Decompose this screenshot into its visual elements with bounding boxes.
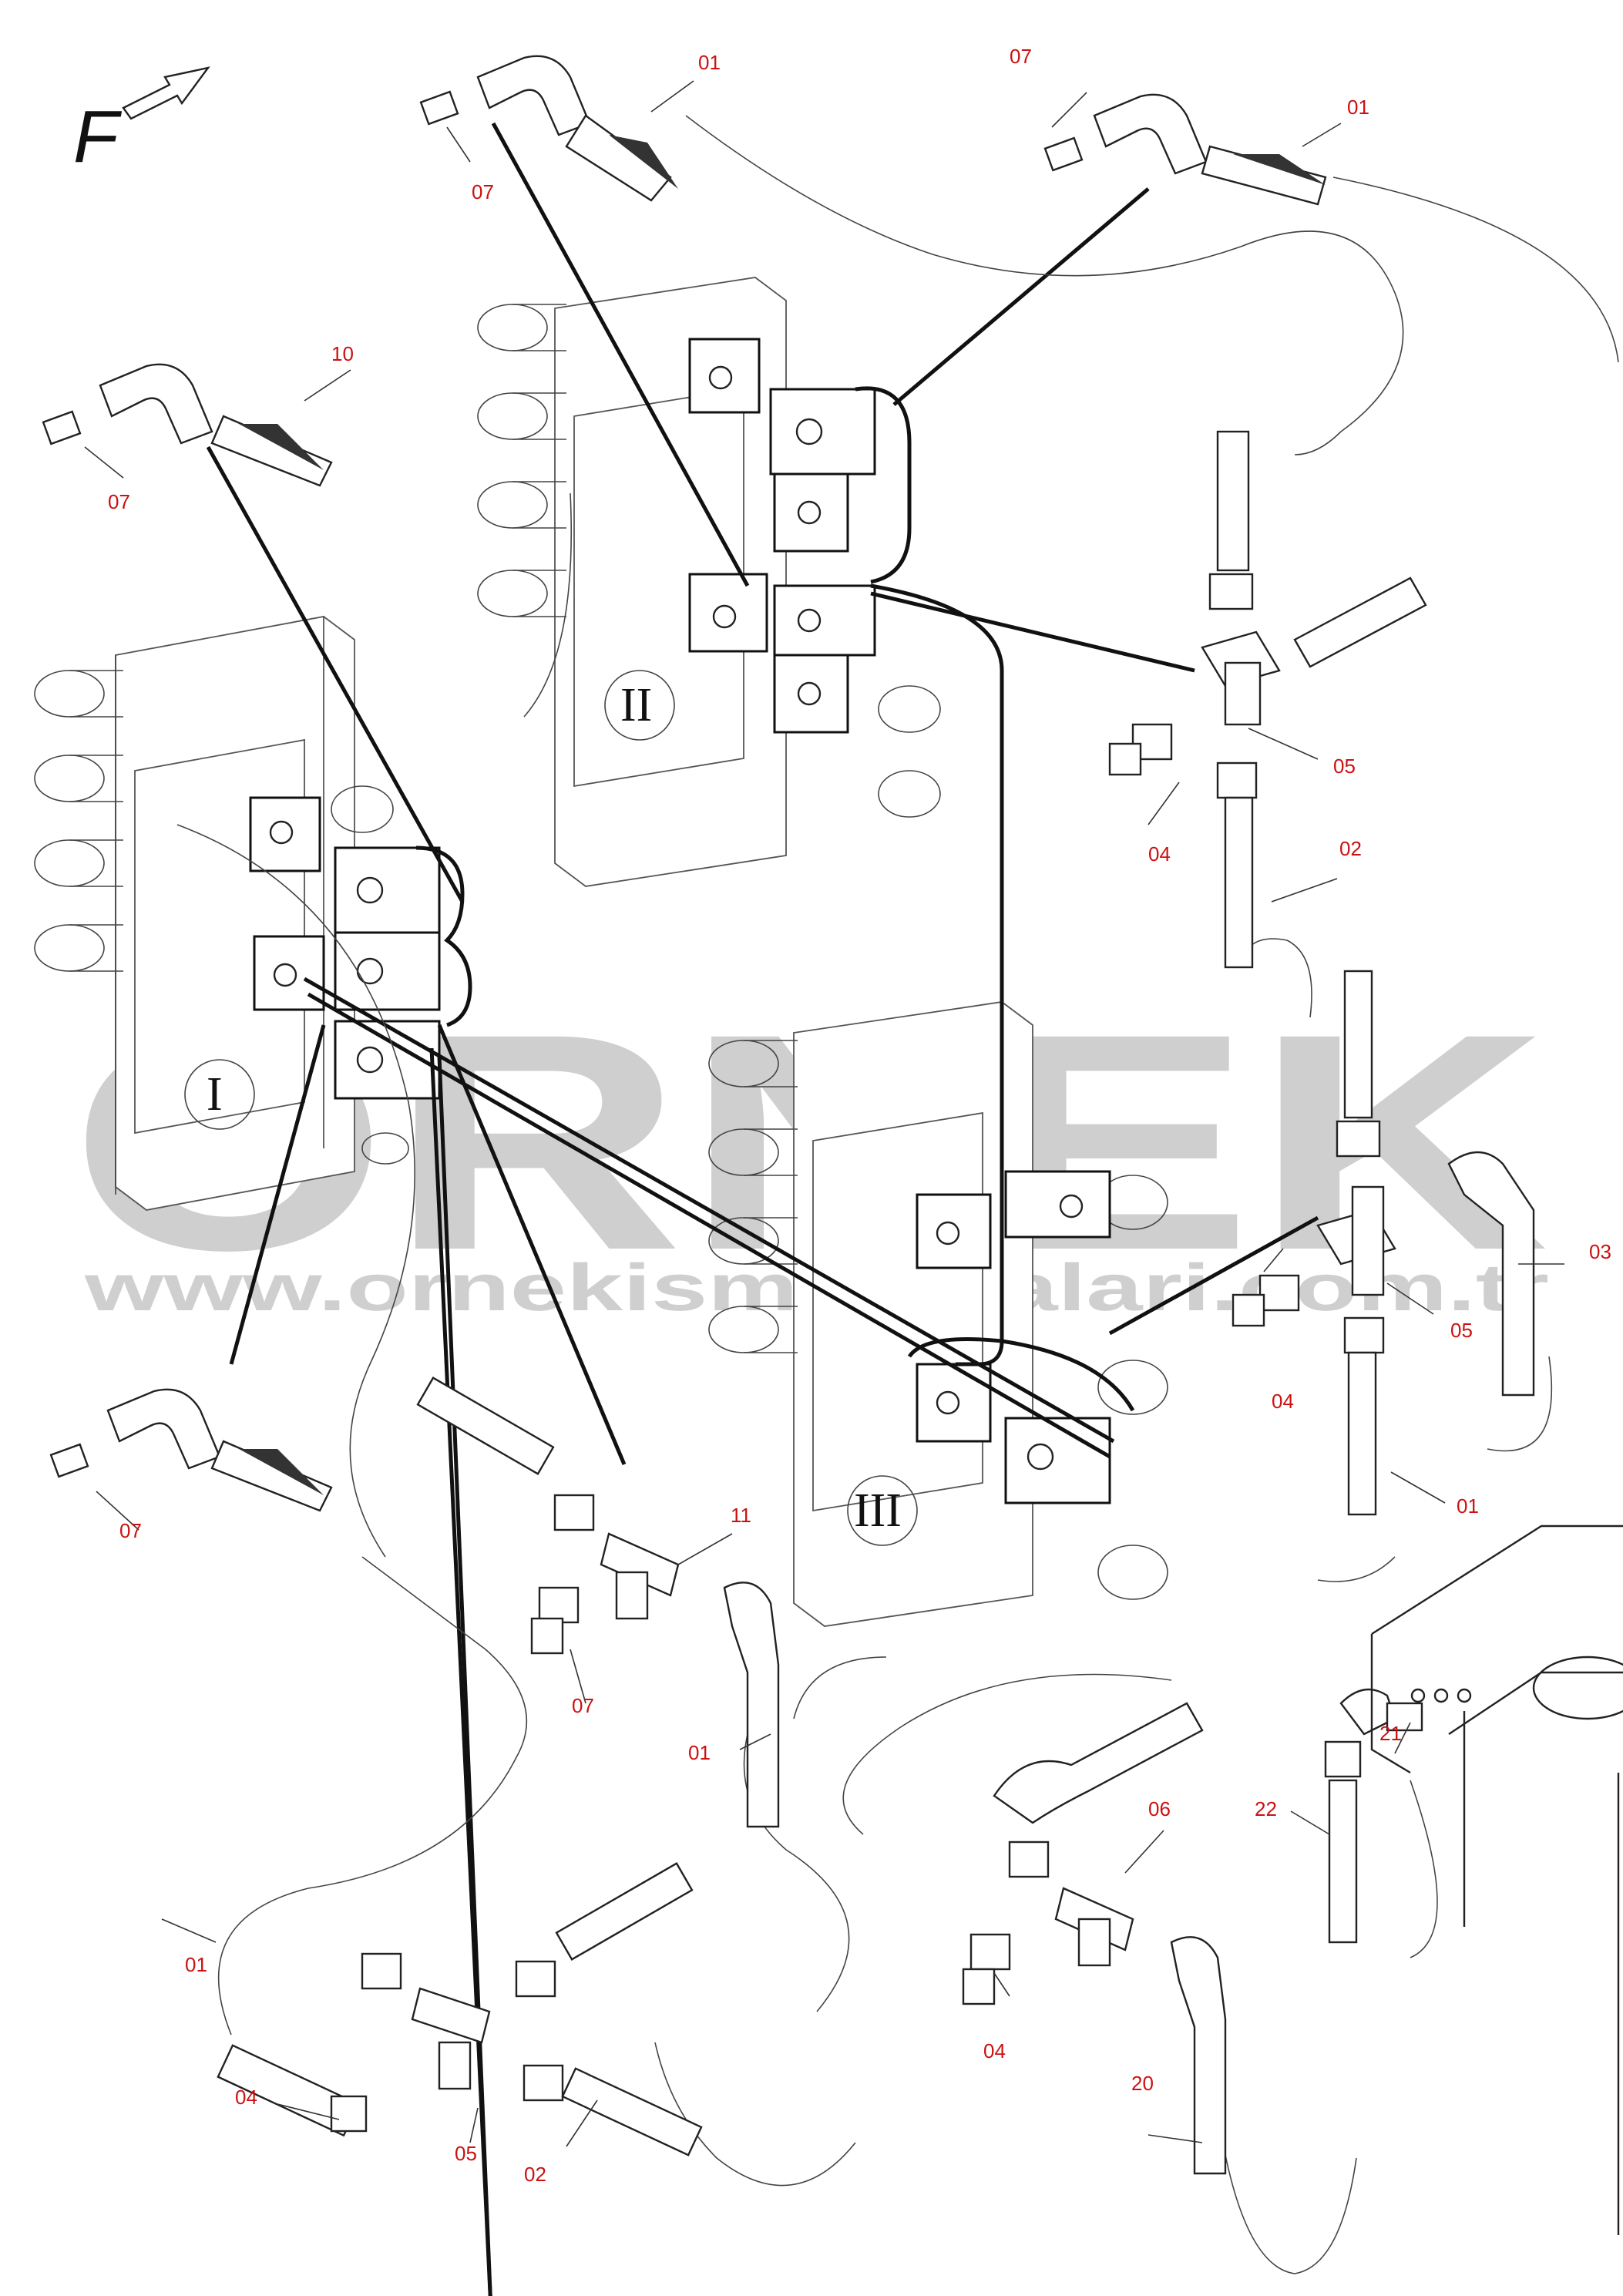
tee-assembly-upper-right [1108, 430, 1427, 969]
cross-05-bottom [217, 1862, 703, 2156]
view-letter: F [73, 96, 123, 178]
part-label: 10 [331, 342, 354, 365]
view-indicator: F [73, 66, 210, 178]
part-label: 01 [688, 1741, 711, 1764]
part-label: 03 [1589, 1240, 1611, 1263]
valve-group-label-ii: II [620, 679, 652, 731]
part-label: 05 [455, 2142, 477, 2165]
part-label: 22 [1255, 1797, 1277, 1820]
part-label: 07 [572, 1694, 594, 1717]
part-label: 21 [1379, 1722, 1402, 1745]
valve-group-label-iii: III [854, 1484, 902, 1537]
leader-lines [84, 80, 1564, 2147]
part-label: 11 [731, 1504, 751, 1527]
tee-06 [962, 1688, 1423, 2175]
tee-11 [416, 1377, 780, 1828]
part-label: 04 [1148, 842, 1171, 866]
part-label: 06 [1148, 1797, 1171, 1820]
part-label: 02 [524, 2163, 546, 2186]
hose-01-top-right [1043, 93, 1327, 206]
pipes [206, 122, 1319, 2296]
part-label: 01 [185, 1953, 207, 1976]
direction-arrow [122, 66, 210, 120]
part-label: 20 [1131, 2072, 1154, 2095]
valve-group-label-i: I [207, 1068, 223, 1121]
hose-01-top-center [419, 55, 678, 202]
valve-bank-ii: II [477, 277, 941, 887]
part-label: 05 [1450, 1319, 1473, 1342]
hoses-and-fittings [42, 55, 1623, 2235]
part-label: 04 [1272, 1390, 1294, 1413]
part-label: 07 [108, 490, 130, 513]
part-label: 07 [119, 1519, 142, 1542]
part-label: 01 [1457, 1494, 1479, 1518]
tee-assembly-mid-right [1232, 970, 1535, 1516]
part-label: 01 [1347, 96, 1369, 119]
part-label: 07 [1010, 45, 1032, 68]
part-label: 05 [1333, 755, 1356, 778]
hose-routes [176, 115, 1619, 2274]
part-label: 01 [698, 51, 721, 74]
part-label: 07 [472, 180, 494, 203]
hose-10 [42, 363, 333, 487]
part-label: 02 [1339, 837, 1362, 860]
hose-lower-left [49, 1388, 333, 1512]
tank [1370, 1525, 1623, 2235]
part-label: 04 [983, 2039, 1006, 2062]
part-labels: 01 07 07 01 10 07 05 04 02 03 05 04 01 0… [108, 45, 1611, 2186]
part-label: 04 [235, 2086, 257, 2109]
